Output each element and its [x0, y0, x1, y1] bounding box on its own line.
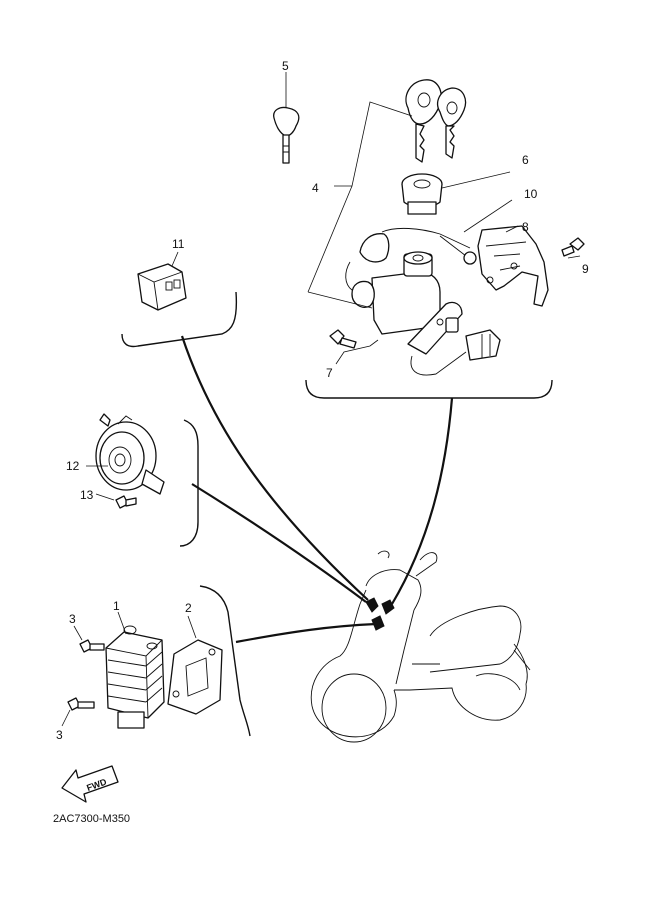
callout-6: 6: [522, 153, 529, 167]
callout-12: 12: [66, 459, 80, 473]
bolt-7-icon: [329, 329, 357, 349]
horn-link-line: [191, 483, 367, 603]
bolt-9-icon: [561, 237, 585, 257]
callout-3-lower: 3: [56, 728, 63, 742]
callout-13: 13: [80, 488, 94, 502]
relay-group-bracket: [121, 291, 238, 348]
rectifier-bolt-lower-icon: [67, 697, 95, 711]
horn-icon: [95, 413, 165, 495]
rectifier-bolt-upper-icon: [79, 639, 105, 653]
horn-group-bracket: [179, 419, 199, 547]
callout-4: 4: [312, 181, 319, 195]
main-switch-icon: [345, 227, 501, 376]
key-icon: [273, 106, 300, 164]
keys-set-icon: [405, 79, 467, 163]
callout-2: 2: [185, 601, 192, 615]
horn-bolt-icon: [115, 495, 137, 509]
relay-link-line: [180, 335, 369, 601]
cable-line: [439, 235, 467, 257]
callout-7: 7: [326, 366, 333, 380]
ignition-group-bracket: [305, 379, 553, 399]
ignition-cap-icon: [401, 173, 443, 215]
rectifier-icon: [105, 625, 165, 729]
ignition-link-line: [391, 397, 454, 605]
callout-9: 9: [582, 262, 589, 276]
drawing-code: 2AC7300-M350: [53, 813, 130, 825]
rectifier-plate-icon: [167, 639, 223, 715]
rectifier-group-bracket: [199, 585, 251, 737]
relay-icon: [137, 263, 187, 311]
lock-bracket-icon: [463, 225, 549, 307]
callout-10: 10: [524, 187, 538, 201]
callout-1: 1: [113, 599, 120, 613]
callout-8: 8: [522, 220, 529, 234]
callout-3-upper: 3: [69, 612, 76, 626]
forward-direction-icon: FWD: [61, 765, 119, 803]
scooter-icon: [310, 550, 531, 743]
callout-5: 5: [282, 59, 289, 73]
callout-11: 11: [172, 237, 185, 251]
rectifier-link-line: [235, 622, 377, 644]
